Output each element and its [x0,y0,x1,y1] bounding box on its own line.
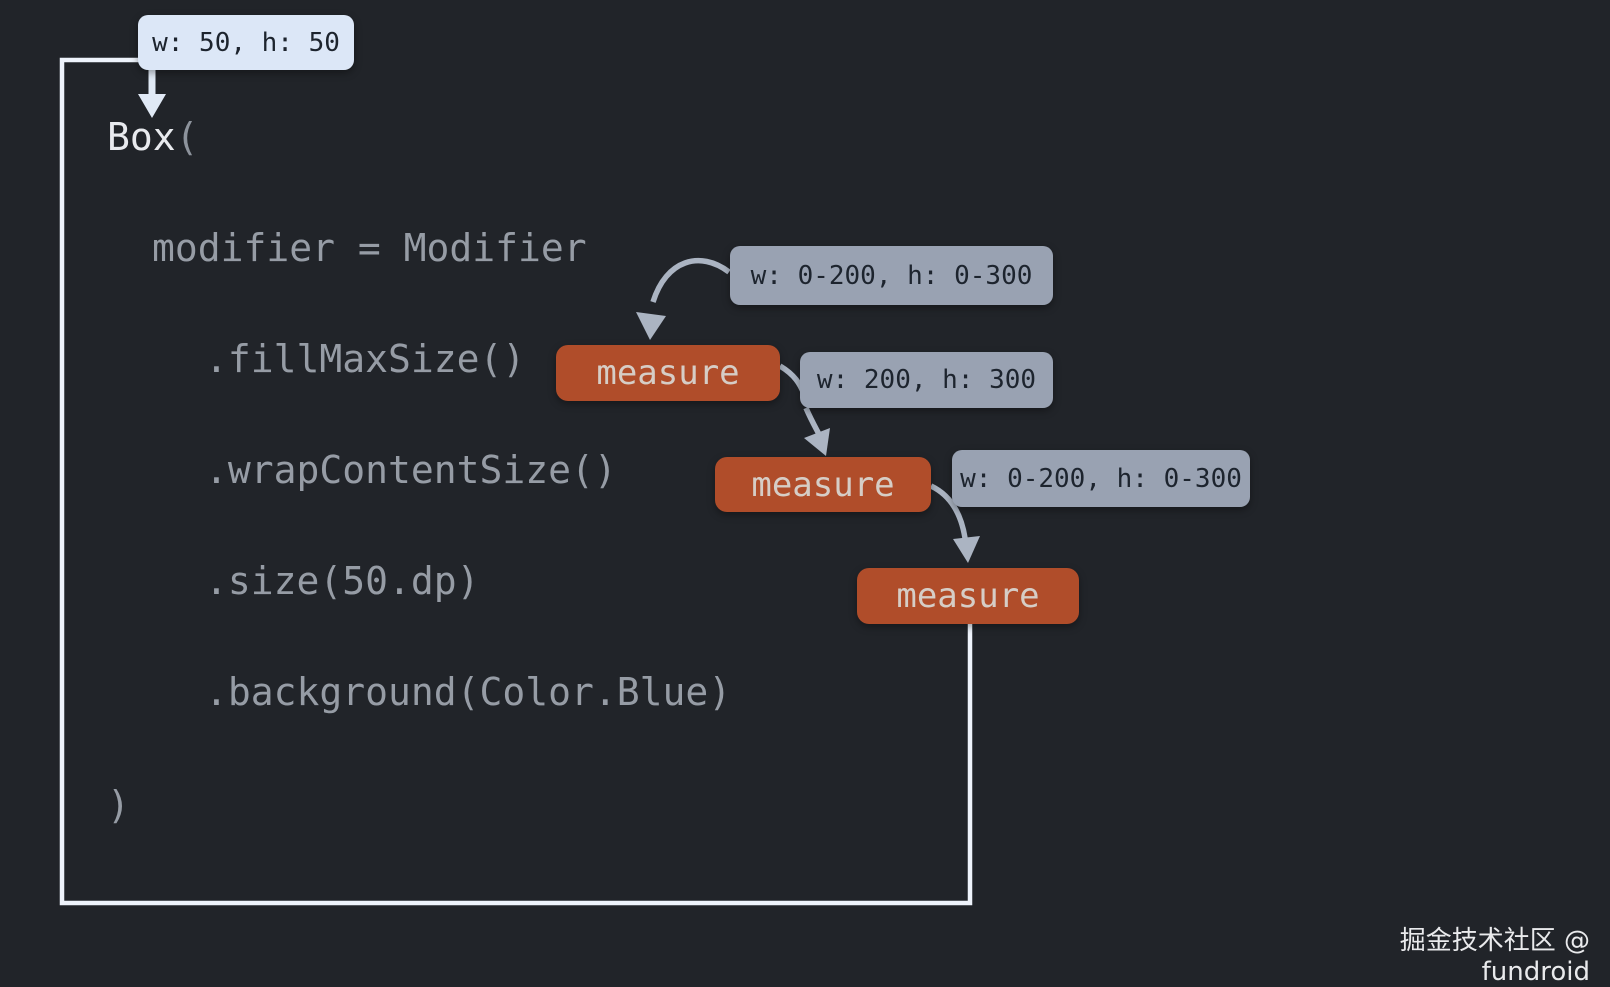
arrow-result-to-box [138,70,166,118]
code-box-open-paren: ( [175,115,199,159]
watermark: 掘金技术社区 @ fundroid [1399,926,1590,987]
code-line-box-open: Box( [107,114,199,160]
measure-node-label: measure [596,353,740,393]
measure-node-fill-max-size: measure [556,345,780,401]
measure-node-label: measure [896,576,1040,616]
code-line-background: .background(Color.Blue) [205,670,732,714]
arrow-measure-2-to-measure-3 [929,483,980,563]
code-line-modifier: modifier = Modifier [152,226,587,270]
measure-node-label: measure [751,464,895,505]
result-feedback-outline [59,57,973,906]
arrow-constraints-to-measure-1 [636,257,731,340]
badge-final-size-label: w: 50, h: 50 [152,27,340,58]
code-line-size: .size(50.dp) [205,559,480,603]
badge-fill-max-size-result-label: w: 200, h: 300 [816,365,1037,395]
badge-final-size: w: 50, h: 50 [138,15,354,70]
code-line-fill-max-size: .fillMaxSize() [205,337,526,381]
badge-wrap-content-constraints: w: 0-200, h: 0-300 [952,450,1250,507]
code-line-wrap-content-size: .wrapContentSize() [205,448,617,492]
measure-node-size: measure [857,568,1079,624]
code-box-keyword: Box [107,115,176,159]
badge-incoming-constraints: w: 0-200, h: 0-300 [730,246,1053,305]
measure-node-wrap-content-size: measure [715,457,931,512]
badge-incoming-constraints-label: w: 0-200, h: 0-300 [750,260,1033,291]
badge-fill-max-size-result: w: 200, h: 300 [800,352,1053,408]
badge-wrap-content-constraints-label: w: 0-200, h: 0-300 [960,463,1242,494]
code-line-close-paren: ) [107,783,130,827]
arrow-result-to-measure-2 [803,406,830,456]
